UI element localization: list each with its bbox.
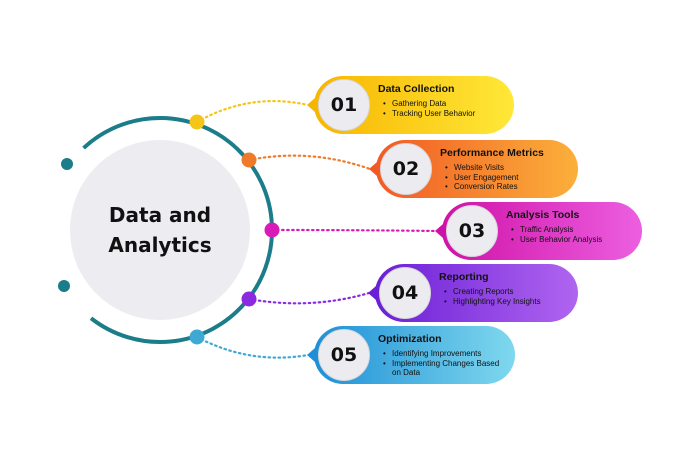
step-number: 03 <box>446 205 498 257</box>
step-bullets: Traffic AnalysisUser Behavior Analysis <box>506 225 632 244</box>
step-text: Data CollectionGathering DataTracking Us… <box>378 83 504 118</box>
center-title: Data and Analytics <box>108 203 212 257</box>
ring-dot-02 <box>241 152 257 168</box>
ring-dot-05 <box>189 329 205 345</box>
pill-pointer <box>307 98 315 112</box>
connector-line-02 <box>247 154 372 171</box>
step-pill-04: 04ReportingCreating ReportsHighlighting … <box>368 264 578 322</box>
pill-pointer <box>435 224 443 238</box>
step-bullets: Website VisitsUser EngagementConversion … <box>440 163 568 192</box>
step-bullet: Website Visits <box>445 163 568 173</box>
ring-dot-03 <box>264 222 280 238</box>
connector-line-05 <box>195 335 310 359</box>
ring-dots <box>189 114 280 345</box>
step-bullet: Identifying Improvements <box>383 349 502 359</box>
step-bullet: Tracking User Behavior <box>383 109 504 119</box>
center-circle: Data and Analytics <box>70 140 250 320</box>
step-bullet: Gathering Data <box>383 99 504 109</box>
pill-pointer <box>368 286 376 300</box>
connector-line-04 <box>247 291 371 305</box>
pill-pointer <box>369 162 377 176</box>
connectors <box>195 100 438 359</box>
step-text: Performance MetricsWebsite VisitsUser En… <box>440 147 568 192</box>
step-text: ReportingCreating ReportsHighlighting Ke… <box>439 271 568 306</box>
step-bullet: User Behavior Analysis <box>511 235 632 245</box>
step-text: Analysis ToolsTraffic AnalysisUser Behav… <box>506 209 632 244</box>
ring-dot-01 <box>189 114 205 130</box>
step-number: 05 <box>318 329 370 381</box>
step-bullets: Identifying ImprovementsImplementing Cha… <box>378 349 502 378</box>
ring-dot-04 <box>241 291 257 307</box>
pill-pointer <box>307 348 315 362</box>
connector-line-03 <box>270 228 438 233</box>
step-number: 02 <box>380 143 432 195</box>
step-title: Data Collection <box>378 83 455 95</box>
step-bullet: User Engagement <box>445 173 568 183</box>
step-number: 01 <box>318 79 370 131</box>
ring-end-dot-top <box>61 158 73 170</box>
step-title: Optimization <box>378 333 442 345</box>
step-title: Reporting <box>439 271 489 283</box>
step-number: 04 <box>379 267 431 319</box>
step-title: Analysis Tools <box>506 209 580 221</box>
step-bullet: Conversion Rates <box>445 182 568 192</box>
connector-line-01 <box>195 100 310 124</box>
step-text: OptimizationIdentifying ImprovementsImpl… <box>378 333 505 378</box>
step-bullets: Creating ReportsHighlighting Key Insight… <box>439 287 568 306</box>
ring-end-dot-bottom <box>58 280 70 292</box>
step-bullet: Traffic Analysis <box>511 225 632 235</box>
step-bullets: Gathering DataTracking User Behavior <box>378 99 504 118</box>
step-pill-05: 05OptimizationIdentifying ImprovementsIm… <box>307 326 515 384</box>
step-bullet: Creating Reports <box>444 287 568 297</box>
step-title: Performance Metrics <box>440 147 544 159</box>
step-bullet: Highlighting Key Insights <box>444 297 568 307</box>
step-bullet: Implementing Changes Based on Data <box>383 359 502 378</box>
